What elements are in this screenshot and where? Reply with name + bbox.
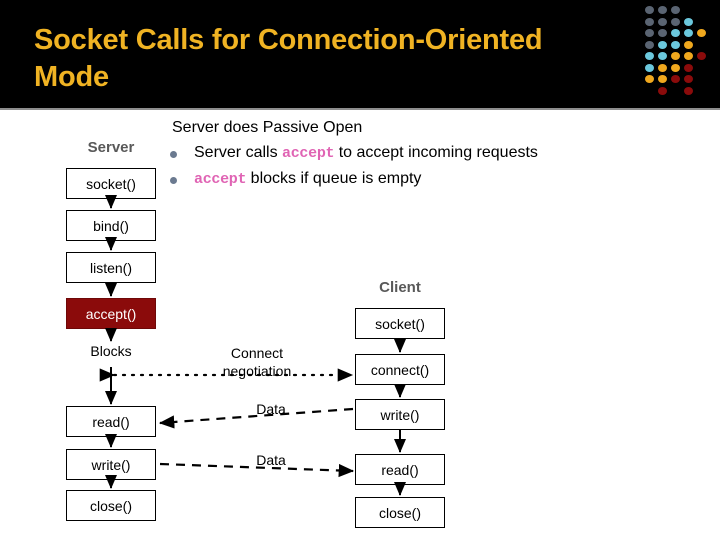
decoration-dot [645, 40, 654, 49]
bullet-1-suffix: to accept incoming requests [334, 144, 538, 161]
client-box-connect[interactable]: connect() [355, 354, 445, 385]
annotation-data-upper: Data [256, 401, 286, 417]
decoration-dot [645, 17, 654, 26]
column-heading-server: Server [87, 139, 135, 156]
bullet-marker-icon [170, 151, 177, 158]
column-heading-client: Client [379, 279, 421, 296]
lead-line: Server does Passive Open [172, 119, 363, 136]
server-box-write[interactable]: write() [66, 449, 156, 480]
decoration-dot [684, 86, 693, 95]
decoration-dot [684, 75, 693, 83]
decoration-dot [684, 29, 693, 37]
server-box-accept[interactable]: accept() [66, 298, 156, 329]
dot-grid-decoration [645, 6, 713, 98]
decoration-dot [658, 52, 667, 60]
page-title: Socket Calls for Connection-Oriented Mod… [34, 24, 543, 94]
server-box-bind[interactable]: bind() [66, 210, 156, 241]
decoration-dot [658, 63, 667, 72]
decoration-dot [684, 40, 693, 49]
decoration-dot [658, 75, 667, 83]
annotation-data-lower: Data [256, 452, 286, 468]
decoration-dot [671, 6, 680, 14]
decoration-dot [697, 29, 706, 37]
decoration-dot [645, 75, 654, 83]
decoration-dot [658, 40, 667, 49]
decoration-dot [697, 52, 706, 60]
decoration-dot [671, 63, 680, 72]
bullet-item-2-text: accept blocks if queue is empty [194, 169, 421, 190]
decoration-dot [658, 17, 667, 26]
decoration-dot [658, 86, 667, 95]
decoration-dot [671, 52, 680, 60]
decoration-dot [645, 52, 654, 60]
code-accept-1: accept [282, 145, 335, 162]
decoration-dot [645, 6, 654, 14]
decoration-dot [658, 29, 667, 37]
client-box-write[interactable]: write() [355, 399, 445, 430]
connect-negotiation-line2: negotiation [222, 362, 292, 379]
bullet-item-1-text: Server calls accept to accept incoming r… [194, 143, 538, 164]
server-box-listen[interactable]: listen() [66, 252, 156, 283]
bullet-2-suffix: blocks if queue is empty [246, 169, 422, 187]
list-item: Server calls accept to accept incoming r… [170, 143, 670, 164]
decoration-dot [671, 75, 680, 83]
decoration-dot [671, 40, 680, 49]
client-box-close[interactable]: close() [355, 497, 445, 528]
server-box-read[interactable]: read() [66, 406, 156, 437]
annotation-blocks: Blocks [90, 343, 132, 359]
decoration-dot [684, 17, 693, 26]
decoration-dot [671, 17, 680, 26]
client-box-socket[interactable]: socket() [355, 308, 445, 339]
list-item: accept blocks if queue is empty [170, 169, 670, 190]
header-divider [0, 108, 720, 110]
client-box-read[interactable]: read() [355, 454, 445, 485]
decoration-dot [671, 29, 680, 37]
decoration-dot [684, 63, 693, 72]
connect-negotiation-line1: Connect [230, 345, 284, 361]
slide-header: Socket Calls for Connection-Oriented Mod… [0, 0, 720, 108]
bullet-1-prefix: Server calls [194, 144, 283, 161]
bullet-content-block: Server does Passive Open Server calls ac… [170, 118, 670, 190]
decoration-dot [684, 52, 693, 60]
decoration-dot [645, 29, 654, 37]
server-box-socket[interactable]: socket() [66, 168, 156, 199]
server-box-close[interactable]: close() [66, 490, 156, 521]
code-accept-2: accept [194, 170, 247, 188]
bullet-marker-icon [170, 176, 177, 184]
decoration-dot [658, 6, 667, 14]
decoration-dot [645, 63, 654, 72]
